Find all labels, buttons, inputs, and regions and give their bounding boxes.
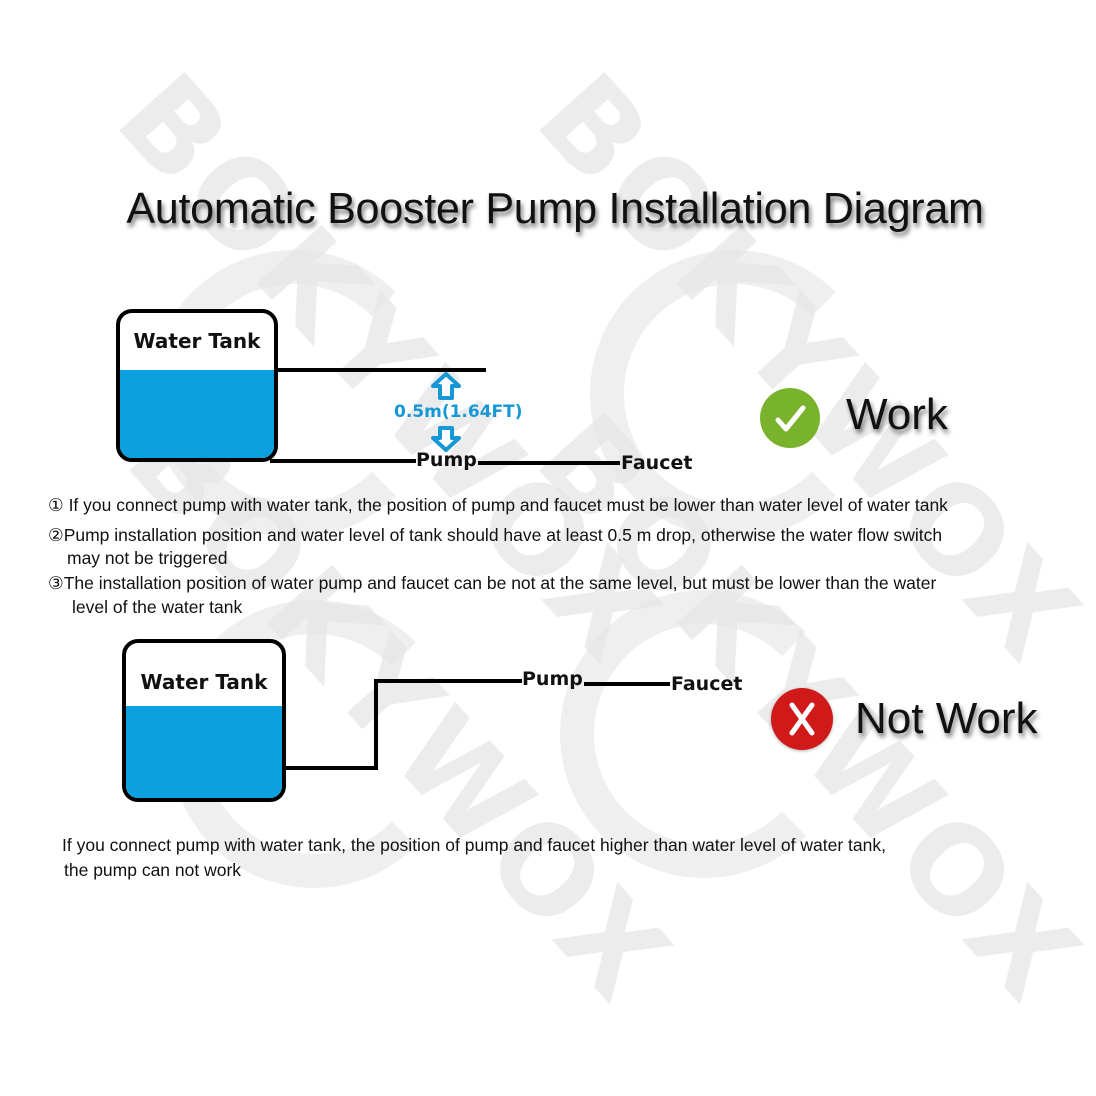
status-label-work: Work xyxy=(846,390,948,439)
pump-label: Pump xyxy=(522,668,583,690)
note-line: the pump can not work xyxy=(64,860,242,880)
drop-measurement-label: 0.5m(1.64FT) xyxy=(394,402,523,422)
cross-icon xyxy=(789,702,815,736)
arrow-down-icon xyxy=(431,426,461,452)
pipe-riser xyxy=(374,679,378,770)
note-text: Pump installation position and water lev… xyxy=(63,525,943,545)
note-continuation: may not be triggered xyxy=(67,548,228,568)
faucet-label: Faucet xyxy=(621,452,693,474)
water-fill xyxy=(126,706,282,798)
pipe-pump-to-faucet xyxy=(478,461,620,465)
pipe-tank-to-pump xyxy=(270,459,416,463)
pipe-pump-to-faucet xyxy=(584,682,670,686)
note-marker: ① xyxy=(48,495,64,515)
pipe-tank-outlet xyxy=(284,766,378,770)
note-line: If you connect pump with water tank, the… xyxy=(62,835,886,855)
arrow-up-icon xyxy=(431,372,461,400)
tank-label: Water Tank xyxy=(140,670,268,694)
note-text: If you connect pump with water tank, the… xyxy=(63,495,948,515)
tank-label: Water Tank xyxy=(133,329,261,353)
water-fill xyxy=(120,370,274,458)
status-badge-not-work xyxy=(771,688,833,750)
pump-label: Pump xyxy=(416,449,477,471)
faucet-label: Faucet xyxy=(671,673,743,695)
note-marker: ③ xyxy=(48,573,64,593)
water-tank: Water Tank xyxy=(122,639,286,802)
page-title: Automatic Booster Pump Installation Diag… xyxy=(126,184,984,233)
note-item: ① If you connect pump with water tank, t… xyxy=(48,495,948,516)
note-text: The installation position of water pump … xyxy=(63,573,937,593)
water-level-line xyxy=(278,368,486,372)
note-marker: ② xyxy=(48,525,64,545)
note-item: ③The installation position of water pump… xyxy=(48,573,936,594)
water-tank: Water Tank xyxy=(116,309,278,462)
note-continuation: level of the water tank xyxy=(72,597,243,617)
status-label-not-work: Not Work xyxy=(855,694,1038,743)
pipe-to-pump xyxy=(374,679,522,683)
note-item: ②Pump installation position and water le… xyxy=(48,525,942,546)
check-icon xyxy=(775,405,806,432)
status-badge-work xyxy=(760,388,820,448)
